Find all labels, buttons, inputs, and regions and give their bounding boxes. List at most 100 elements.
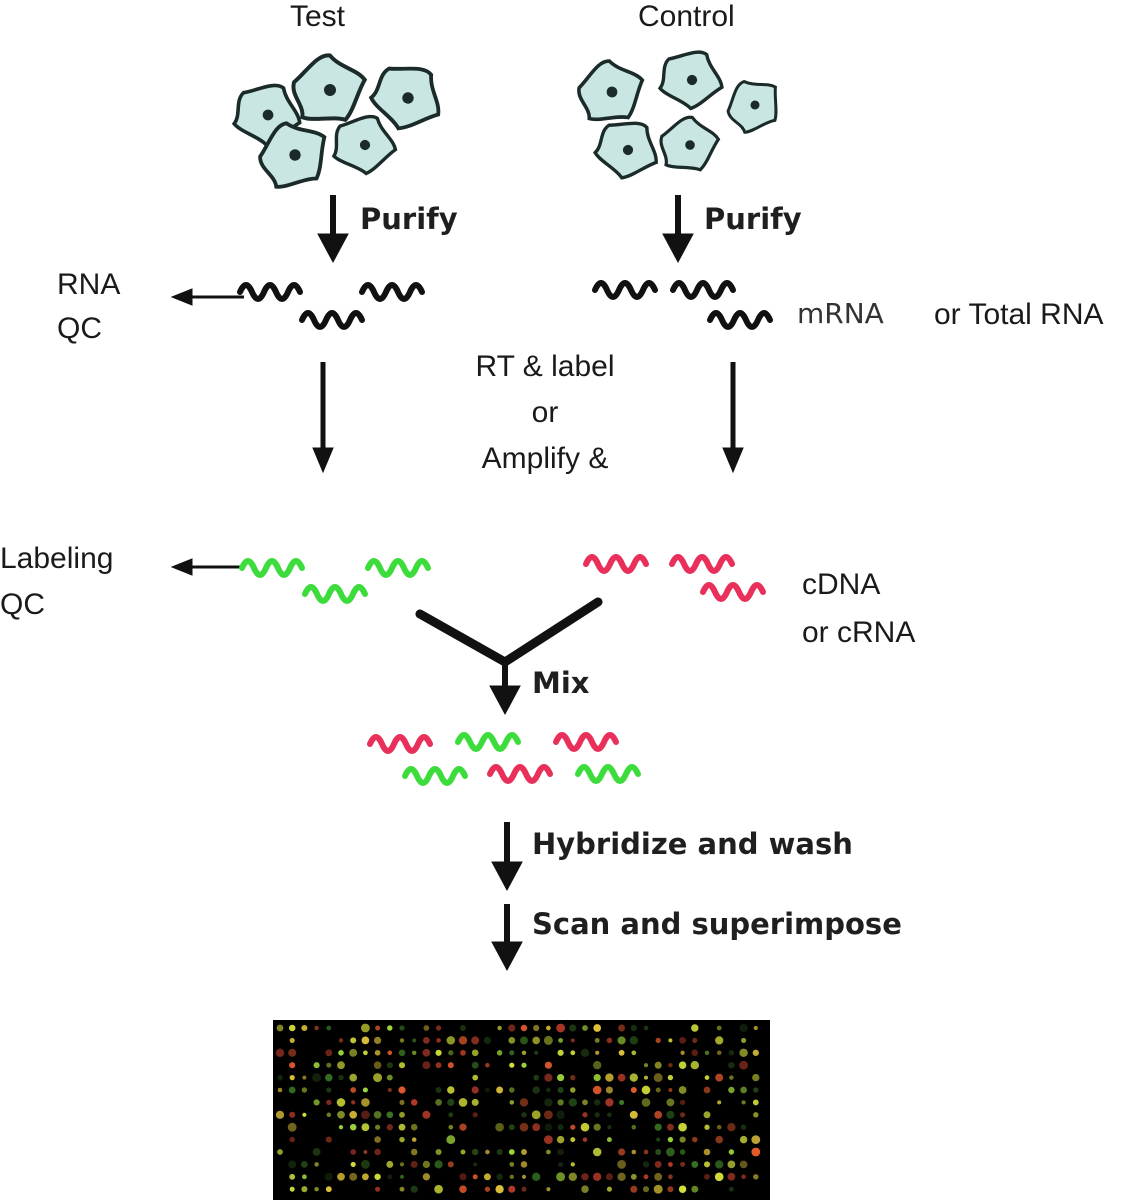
microarray-spot (411, 1050, 417, 1056)
microarray-spot (496, 1050, 503, 1056)
microarray-spot (557, 1086, 564, 1094)
microarray-spot (630, 1024, 637, 1032)
microarray-spot (399, 1038, 405, 1043)
microarray-spot (410, 1099, 418, 1106)
microarray-spot (741, 1100, 746, 1105)
microarray-spot (715, 1135, 723, 1144)
arrow-left-icon (170, 288, 244, 306)
microarray-spot (399, 1136, 405, 1143)
rna-qc-label-line2: QC (57, 312, 102, 345)
microarray-spot (546, 1149, 551, 1155)
microarray-spot (594, 1099, 601, 1106)
microarray-spot (546, 1087, 551, 1093)
microarray-spot (704, 1173, 710, 1180)
microarray-spot (704, 1124, 710, 1130)
arrow-left-icon (170, 558, 244, 576)
microarray-spot (434, 1160, 443, 1169)
microarray-spot (363, 1050, 368, 1056)
microarray-spot (678, 1061, 687, 1069)
microarray-spot (386, 1124, 393, 1131)
microarray-spot (544, 1061, 552, 1069)
microarray-spot (668, 1087, 673, 1093)
microarray-spot (618, 1024, 626, 1032)
microarray-spot (557, 1074, 565, 1082)
microarray-spot (374, 1136, 381, 1143)
microarray-spot (568, 1172, 578, 1182)
microarray-spot (532, 1123, 541, 1132)
microarray-spot (350, 1149, 357, 1155)
microarray-spot (509, 1087, 515, 1093)
microarray-spot (728, 1061, 735, 1069)
microarray-spot (301, 1186, 308, 1193)
microarray-spot (374, 1124, 381, 1130)
microarray-spot (313, 1099, 320, 1106)
microarray-spot (509, 1062, 515, 1068)
microarray-spot (374, 1148, 381, 1156)
microarray-spot (387, 1050, 393, 1056)
microarray-spot (739, 1060, 749, 1070)
microarray-spot (289, 1173, 296, 1180)
arrow-down-icon (317, 195, 349, 264)
microarray-spot (546, 1025, 551, 1031)
microarray-spot (350, 1087, 357, 1093)
microarray-spot (350, 1161, 356, 1167)
microarray-spot (520, 1036, 528, 1045)
microarray-spot (753, 1112, 759, 1118)
microarray-spot (362, 1087, 368, 1093)
microarray-spot (508, 1037, 516, 1044)
microarray-spot (326, 1062, 332, 1068)
microarray-spot (314, 1025, 319, 1031)
microarray-spot (643, 1063, 649, 1068)
microarray-spot (336, 1098, 346, 1107)
microarray-spot (728, 1050, 735, 1056)
microarray-spot (448, 1112, 454, 1118)
arrow-down-icon (491, 822, 523, 892)
microarray-spot (556, 1110, 565, 1120)
microarray-spot (423, 1037, 430, 1044)
microarray-spot (741, 1174, 746, 1180)
microarray-spot (387, 1174, 393, 1180)
microarray-spot (289, 1136, 295, 1143)
microarray-spot (398, 1062, 406, 1069)
microarray-spot (399, 1162, 405, 1167)
microarray-spot (360, 1023, 370, 1033)
microarray-spot (605, 1073, 614, 1082)
microarray-spot (361, 1123, 370, 1132)
microarray-spot (410, 1123, 418, 1131)
microarray-spot (410, 1160, 418, 1168)
microarray-spot (692, 1136, 698, 1143)
microarray-spot (484, 1186, 491, 1192)
microarray-spot (617, 1073, 626, 1082)
microarray-spot (666, 1147, 675, 1157)
microarray-spot (593, 1123, 601, 1131)
microarray-spot (422, 1061, 431, 1070)
microarray-spot (593, 1172, 602, 1181)
microarray-spot (435, 1099, 442, 1106)
microarray-spot (570, 1162, 575, 1167)
hybridize-label: Hybridize and wash (532, 827, 853, 861)
microarray-spot (458, 1098, 468, 1107)
microarray-spot (605, 1086, 613, 1094)
microarray-spot (605, 1098, 614, 1107)
microarray-spot (570, 1137, 576, 1143)
microarray-spot (751, 1147, 761, 1157)
microarray-spot (277, 1149, 283, 1155)
microarray-spot (679, 1136, 686, 1143)
microarray-spot (459, 1173, 467, 1181)
microarray-spot (412, 1038, 417, 1043)
cell-icon (571, 51, 653, 130)
microarray-spot (447, 1062, 454, 1069)
microarray-spot (570, 1074, 576, 1081)
microarray-spot (546, 1187, 551, 1192)
microarray-spot (386, 1111, 394, 1119)
microarray-spot (312, 1073, 322, 1083)
microarray-spot (508, 1024, 516, 1032)
microarray-spot (617, 1148, 626, 1156)
microarray-spot (630, 1086, 637, 1094)
microarray-spot (703, 1111, 711, 1119)
microarray-spot (485, 1062, 490, 1068)
microarray-spot (459, 1185, 467, 1194)
microarray-spot (629, 1110, 638, 1119)
microarray-spot (607, 1112, 612, 1118)
control-cells (571, 40, 793, 191)
